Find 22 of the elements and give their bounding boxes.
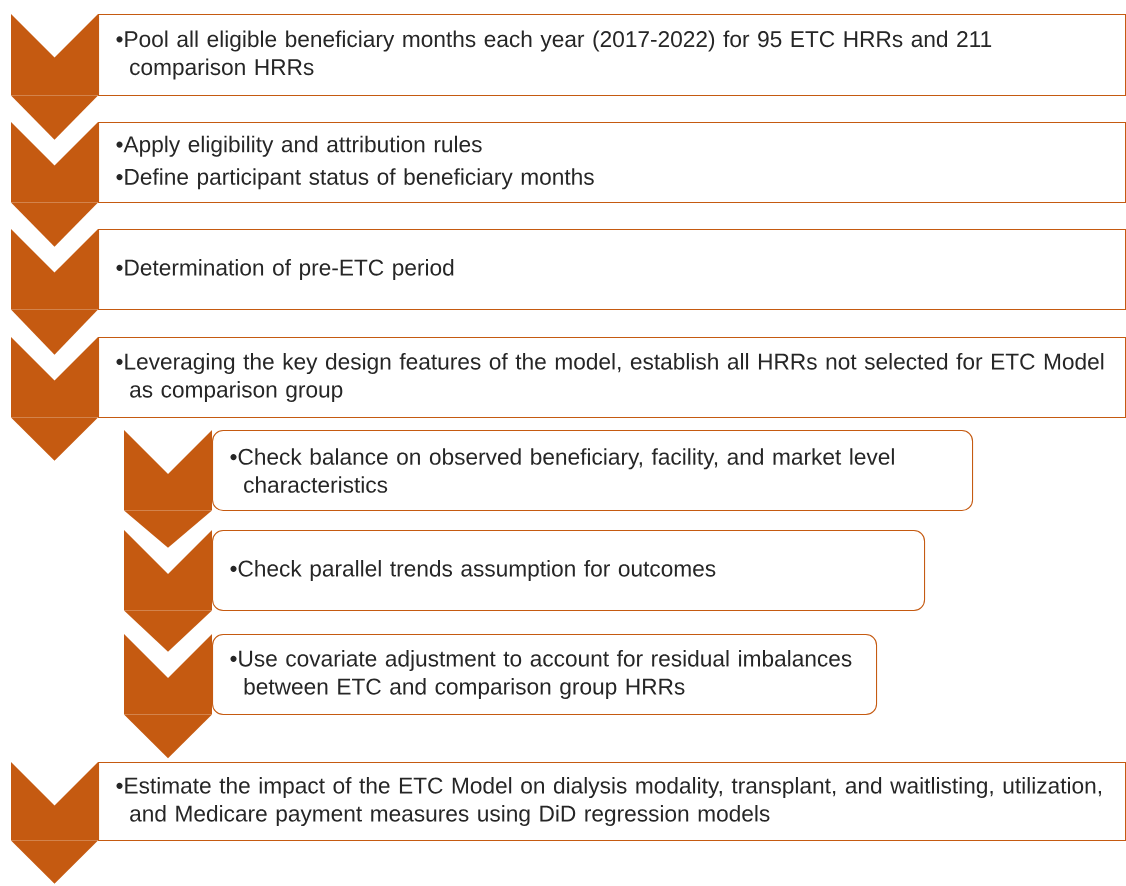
step-box: •Check balance on observed beneficiary, facility, and market level characteristics — [212, 430, 974, 512]
step-box: •Pool all eligible beneficiary months each year (2017-2022) for 95 ETC HRRs and 211 comparison HRRs — [98, 14, 1126, 97]
arrow-tip — [10, 840, 99, 884]
chevron-shape — [11, 337, 98, 417]
step-box: •Apply eligibility and attribution rules •Define participant status of beneficiary months — [98, 122, 1126, 204]
arrow-tip — [10, 417, 99, 461]
step-box: •Check parallel trends assumption for outcomes — [212, 530, 926, 612]
arrow-tip — [123, 510, 213, 548]
arrow-tip — [123, 610, 213, 652]
chevron-shape — [11, 762, 98, 840]
step-box: •Estimate the impact of the ETC Model on dialysis modality, transplant, and waitlisting, utilization, and Medicare payment measures using DiD regression models — [98, 762, 1126, 842]
chevron-shape — [11, 229, 98, 309]
chevron-shape — [124, 634, 212, 714]
arrow-tip — [10, 202, 99, 247]
arrow-tip — [123, 714, 213, 759]
chevron-shape — [11, 14, 98, 95]
step-box: •Determination of pre-ETC period — [98, 229, 1126, 311]
arrow-tip — [10, 95, 99, 140]
step-box: •Use covariate adjustment to account for residual imbalances between ETC and comparison group HRRs — [212, 634, 878, 716]
step-box: •Leveraging the key design features of the model, establish all HRRs not selected for ETC Model as comparison group — [98, 337, 1126, 419]
chevron-shape — [11, 122, 98, 202]
arrow-tip — [10, 309, 99, 355]
